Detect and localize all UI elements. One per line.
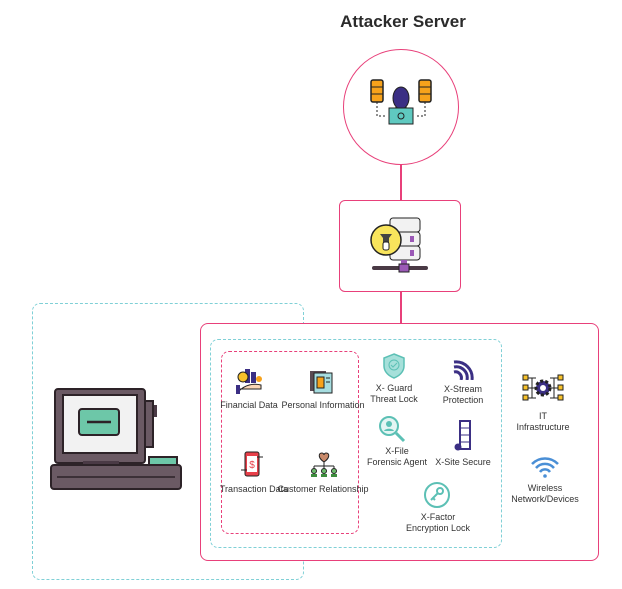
- magnifier-icon: [379, 416, 406, 443]
- gear-network-icon: [522, 374, 564, 401]
- signal-icon: [453, 360, 474, 380]
- computer-terminal-icon: [50, 388, 182, 490]
- id-card-icon: [310, 371, 333, 394]
- connector-line: [400, 164, 402, 201]
- protection-label: X-Site Secure: [435, 457, 491, 467]
- phone-dollar-icon: $: [241, 451, 263, 477]
- protection-zone: [210, 339, 502, 548]
- server-lock-icon: [454, 420, 471, 451]
- svg-text:$: $: [249, 460, 255, 471]
- diagram-title: Attacker Server: [340, 12, 466, 31]
- money-hand-icon: [236, 369, 262, 394]
- connector-line: [400, 291, 402, 324]
- key-icon: [424, 482, 450, 508]
- people-network-icon: [311, 452, 337, 477]
- wifi-icon: [531, 457, 559, 478]
- shield-check-icon: [383, 353, 405, 379]
- sensitive-data-label: Customer Relationship: [277, 484, 369, 494]
- sensitive-data-label: Transaction Data: [219, 484, 289, 494]
- bomb-server-icon: [370, 217, 428, 273]
- sensitive-data-label: Personal Information: [281, 400, 365, 410]
- malware-server-node: [339, 200, 461, 292]
- sensitive-data-label: Financial Data: [220, 400, 278, 410]
- hacker-servers-icon: [370, 79, 432, 125]
- sensitive-data-zone: [221, 351, 359, 534]
